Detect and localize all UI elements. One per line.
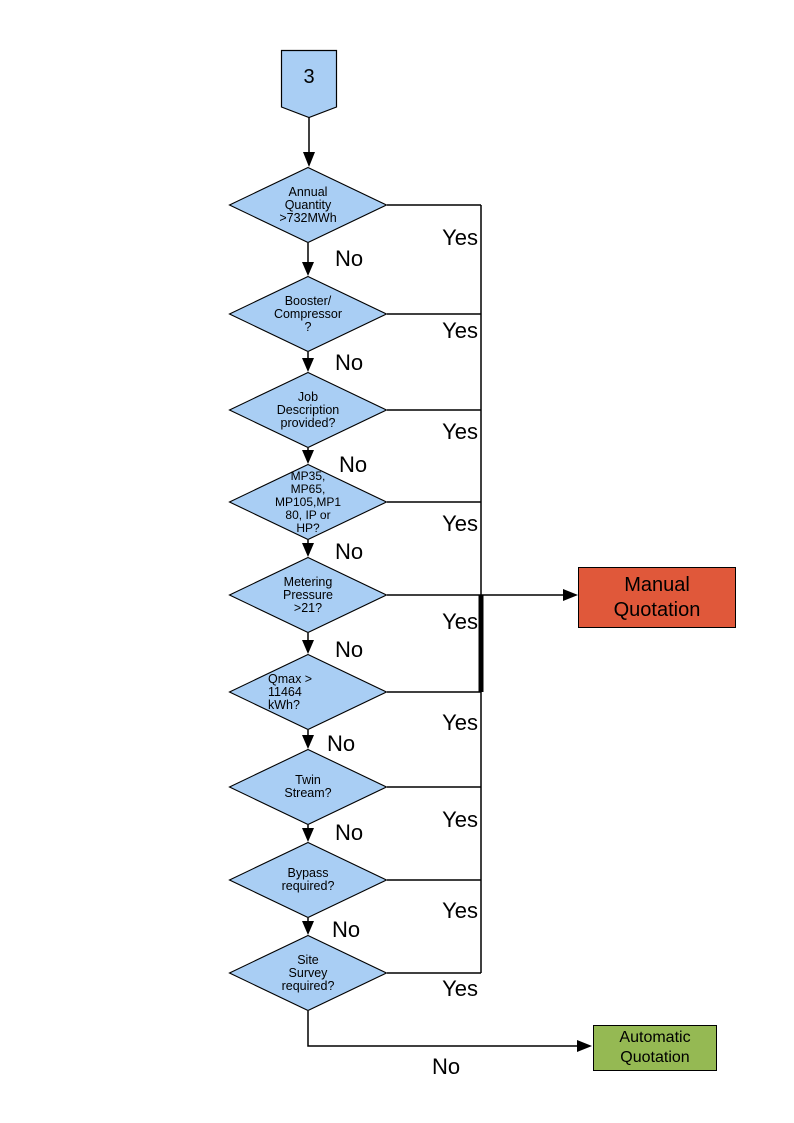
diamond-shape-icon [228, 463, 388, 541]
diamond-shape-icon [228, 166, 388, 244]
offpage-connector-label: 3 [303, 65, 315, 88]
edge-label-yes: Yes [442, 898, 478, 923]
edge-label-no: No [335, 820, 364, 845]
arrowhead-down-icon [302, 450, 314, 464]
diamond-shape-icon [228, 748, 388, 826]
arrowhead-down-icon [302, 262, 314, 276]
edge-label-yes: Yes [442, 976, 478, 1001]
arrowhead-down-icon [302, 828, 314, 842]
decision-annual-quantity: Annual Quantity >732MWh [228, 166, 388, 244]
edge-label-no: No [432, 1054, 461, 1079]
decision-site-survey: Site Survey required? [228, 934, 388, 1012]
decision-qmax: Qmax > 11464 kWh? [228, 653, 388, 731]
edge-label-yes: Yes [442, 511, 478, 536]
arrowhead-down-icon [302, 358, 314, 372]
decision-twin-stream: Twin Stream? [228, 748, 388, 826]
edge-label-no: No [335, 539, 364, 564]
edge-label-no: No [335, 350, 364, 375]
decision-label: Twin Stream? [284, 773, 332, 800]
decision-metering-pressure: Metering Pressure >21? [228, 556, 388, 634]
diamond-shape-icon [228, 841, 388, 919]
decision-label: Qmax > 11464 kWh? [268, 671, 313, 712]
edge-label-no: No [335, 637, 364, 662]
pentagon-shape-icon [280, 49, 338, 119]
diamond-shape-icon [228, 653, 388, 731]
arrowhead-down-icon [302, 543, 314, 557]
edge-label-no: No [332, 917, 361, 942]
arrowhead-down-icon [302, 735, 314, 749]
decision-label: Booster/ Compressor ? [273, 293, 343, 334]
arrowhead-right-icon [563, 589, 578, 601]
edge-label-no: No [335, 246, 364, 271]
manual-quotation-box: Manual Quotation [578, 567, 736, 628]
decision-label: Annual Quantity >732MWh [279, 184, 337, 225]
offpage-connector-3: 3 [280, 49, 338, 119]
diamond-shape-icon [228, 275, 388, 353]
arrowhead-down-icon [302, 640, 314, 654]
decision-label: Metering Pressure >21? [282, 574, 334, 615]
edge-label-yes: Yes [442, 318, 478, 343]
decision-label: MP35, MP65, MP105,MP1 80, IP or HP? [274, 468, 342, 535]
edge-label-yes: Yes [442, 419, 478, 444]
edge-label-no: No [327, 731, 356, 756]
decision-label: Job Description provided? [276, 389, 340, 430]
edge-label-yes: Yes [442, 710, 478, 735]
arrowhead-right-icon [577, 1040, 592, 1052]
edge-label-yes: Yes [442, 609, 478, 634]
arrowhead-down-icon [303, 152, 315, 167]
decision-pressure-tier: MP35, MP65, MP105,MP1 80, IP or HP? [228, 463, 388, 541]
decision-label: Site Survey required? [281, 952, 335, 993]
decision-label: Bypass required? [281, 866, 335, 893]
diamond-shape-icon [228, 934, 388, 1012]
edge-label-yes: Yes [442, 225, 478, 250]
edge-label-yes: Yes [442, 807, 478, 832]
decision-booster-compressor: Booster/ Compressor ? [228, 275, 388, 353]
edge-to-automatic-line [307, 1011, 580, 1047]
decision-job-description: Job Description provided? [228, 371, 388, 449]
arrowhead-down-icon [302, 921, 314, 935]
edge-label-no: No [339, 452, 368, 477]
automatic-quotation-box: Automatic Quotation [593, 1025, 717, 1071]
diamond-shape-icon [228, 556, 388, 634]
diamond-shape-icon [228, 371, 388, 449]
decision-bypass: Bypass required? [228, 841, 388, 919]
